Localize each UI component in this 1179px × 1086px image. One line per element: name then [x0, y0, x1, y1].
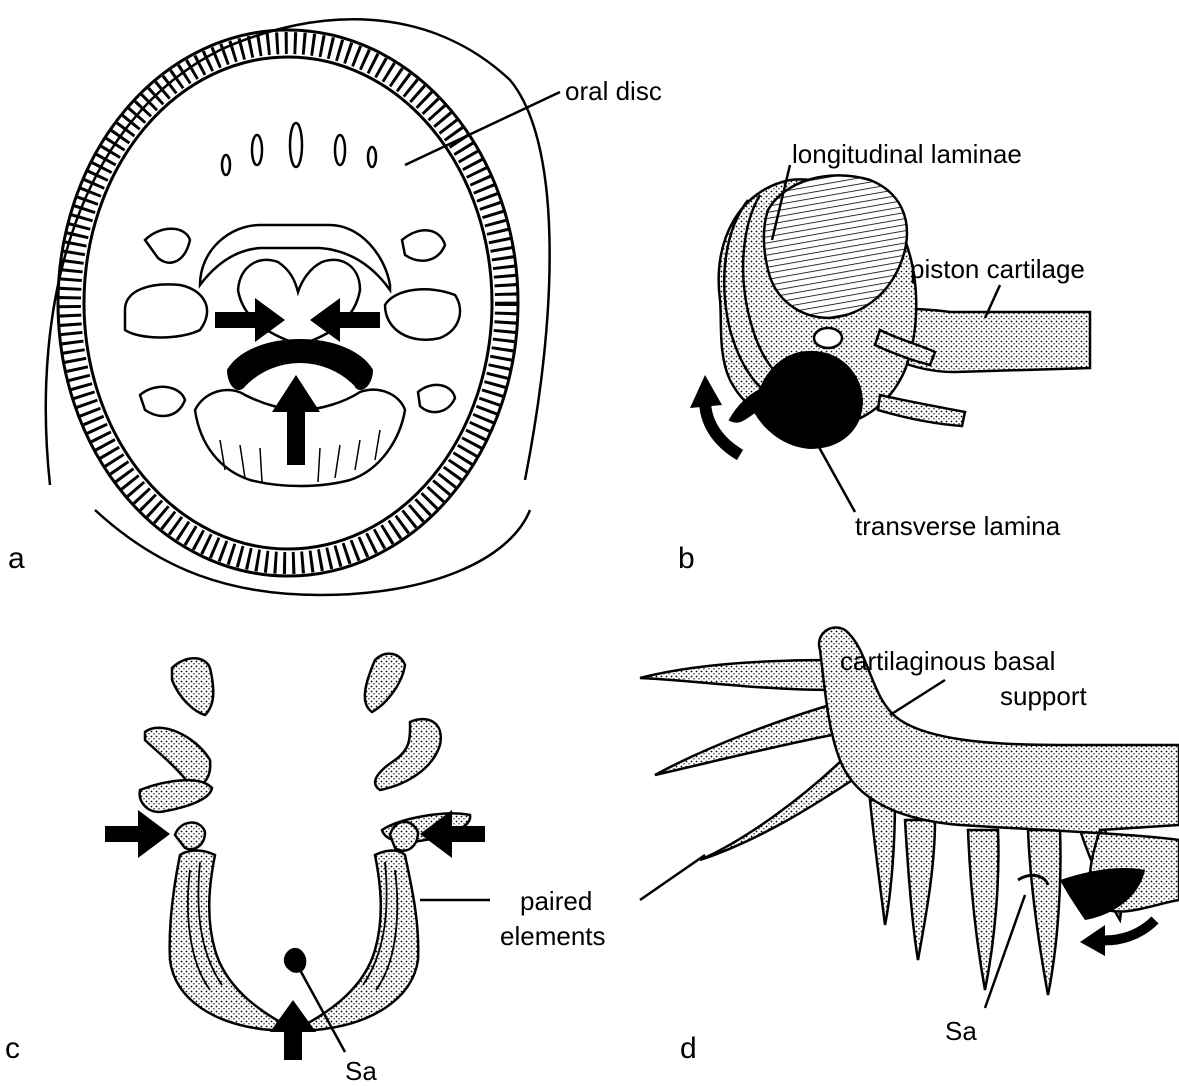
label-cartilaginous-basal: cartilaginous basal — [840, 646, 1055, 676]
tongue-knob — [814, 328, 842, 348]
label-sa-d: Sa — [945, 1016, 977, 1046]
oral-papillae — [222, 123, 376, 175]
panel-letter-b: b — [678, 542, 695, 575]
lower-body-outline — [95, 510, 530, 595]
upper-elements-right — [365, 654, 470, 842]
arrow-left-c — [105, 810, 170, 858]
leader-basal-support — [890, 680, 945, 715]
label-sa-c: Sa — [345, 1056, 377, 1086]
panel-letter-d: d — [680, 1032, 697, 1065]
label-support: support — [1000, 681, 1087, 711]
label-transverse-lamina: transverse lamina — [855, 511, 1061, 541]
panel-c: paired elements Sa c — [5, 654, 606, 1086]
paired-elements-right — [295, 850, 418, 1030]
leader-paired-to-denticle — [640, 855, 705, 900]
panel-d: cartilaginous basal support Sa d — [640, 628, 1179, 1065]
element-sa-black — [1060, 868, 1145, 920]
curl-left — [175, 823, 205, 850]
rotation-arrow-d-head — [1080, 925, 1105, 956]
rotation-arrow-b — [705, 400, 740, 455]
label-longitudinal-laminae: longitudinal laminae — [792, 139, 1022, 169]
label-elements: elements — [500, 921, 606, 951]
leader-transverse — [815, 440, 855, 512]
cartilage-rod-lower — [878, 395, 965, 426]
median-element-sa-c — [284, 948, 306, 973]
label-piston-cartilage: piston cartilage — [910, 254, 1085, 284]
rotation-arrow-d — [1098, 920, 1155, 940]
label-oral-disc: oral disc — [565, 76, 662, 106]
curl-right — [390, 822, 418, 851]
panel-letter-a: a — [8, 542, 25, 575]
upper-elements-left — [140, 658, 214, 812]
arrow-up-c — [270, 1000, 316, 1060]
panel-b: longitudinal laminae piston cartilage tr… — [678, 139, 1090, 575]
label-paired: paired — [520, 886, 592, 916]
panel-letter-c: c — [5, 1032, 20, 1065]
rotation-arrow-b-head — [690, 375, 722, 408]
panel-a: oral disc a — [8, 19, 662, 595]
